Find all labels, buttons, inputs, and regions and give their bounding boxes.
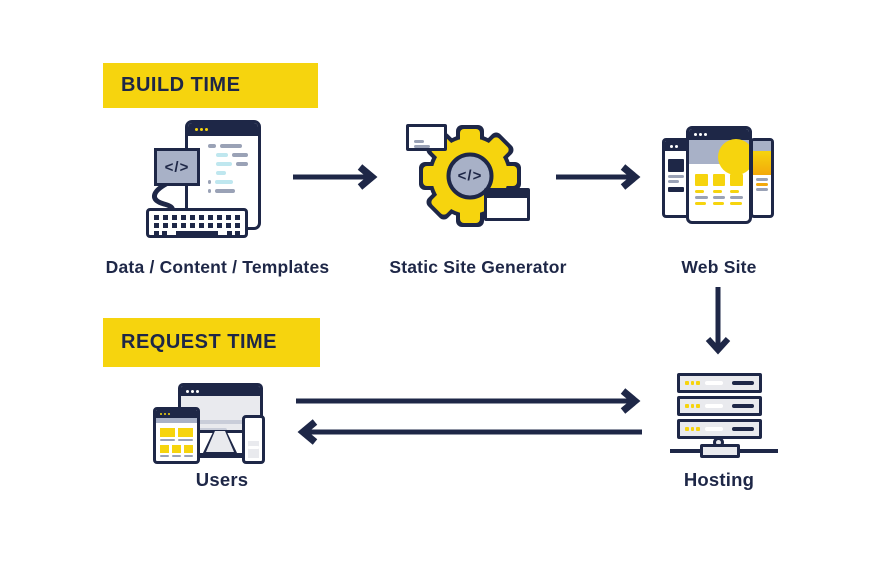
browser-back-right <box>750 138 774 218</box>
data-content-templates-label: Data / Content / Templates <box>105 257 330 277</box>
server-unit <box>677 419 762 439</box>
code-tag-icon: </> <box>154 148 200 186</box>
web-site-label: Web Site <box>681 257 757 277</box>
build-time-badge: BUILD TIME <box>103 63 318 108</box>
request-time-badge: REQUEST TIME <box>103 318 320 367</box>
code-lines <box>188 136 258 193</box>
file-card-icon <box>406 124 447 151</box>
data-content-templates-icon: </> <box>140 108 290 248</box>
keyboard-icon <box>146 208 248 238</box>
arrow-hosting-to-users <box>297 419 642 445</box>
static-site-generator-label: Static Site Generator <box>389 257 567 277</box>
users-icon <box>145 373 295 468</box>
server-unit <box>677 373 762 393</box>
users-label: Users <box>195 469 249 490</box>
server-base <box>700 444 740 458</box>
arrow-website-to-hosting <box>705 287 731 355</box>
hosting-icon <box>660 368 780 468</box>
monitor-base <box>195 453 245 458</box>
page-card-icon <box>484 188 530 221</box>
static-site-generator-icon: </> <box>398 108 543 248</box>
arrow-users-to-hosting <box>296 388 641 414</box>
browser-back-left <box>662 138 690 218</box>
tablet-icon <box>153 407 200 464</box>
hero-circle <box>718 139 749 175</box>
arrow-generator-to-website <box>556 164 641 190</box>
window-header <box>188 123 258 136</box>
server-unit <box>677 396 762 416</box>
browser-front <box>686 126 752 224</box>
web-site-icon <box>655 113 780 235</box>
arrow-data-to-generator <box>293 164 378 190</box>
phone-icon <box>242 415 265 464</box>
hosting-label: Hosting <box>683 469 755 490</box>
